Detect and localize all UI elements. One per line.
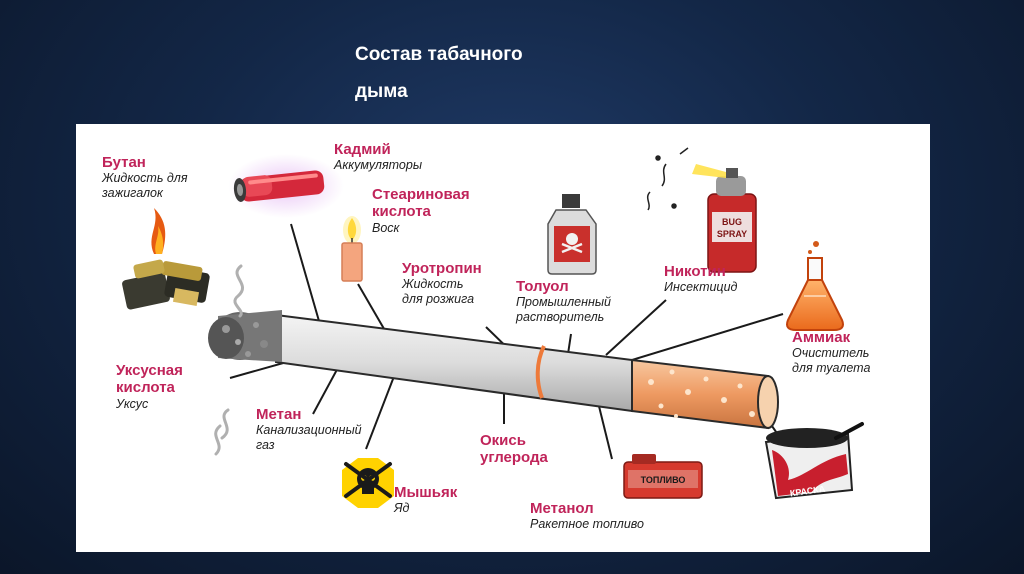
ammonia-desc-1: Очиститель [792, 346, 870, 360]
smoke-wisps [216, 266, 243, 454]
label-urotropin: Уротропин Жидкость для розжига [402, 260, 482, 306]
cadmium-desc: Аккумуляторы [334, 158, 422, 172]
stearic-name-2: кислота [372, 203, 470, 220]
butane-name: Бутан [102, 154, 188, 171]
cigarette-filter [632, 360, 768, 428]
label-methane: Метан Канализационный газ [256, 406, 362, 452]
acetic-name-1: Уксусная [116, 362, 183, 379]
label-methanol: Метанол Ракетное топливо [530, 500, 644, 532]
fuel-can-label: ТОПЛИВО [641, 475, 686, 485]
slide-title-line-1: Состав табачного [355, 36, 615, 73]
label-nicotine: Никотин Инсектицид [664, 263, 737, 295]
smoke-composition-diagram: BUG SPRAY ТОПЛИВО [76, 124, 930, 552]
line-cadmium [291, 224, 321, 328]
arsenic-desc: Яд [394, 501, 457, 515]
methanol-desc: Ракетное топливо [530, 517, 644, 531]
candle-icon [342, 216, 362, 281]
co-name-2: углерода [480, 449, 548, 466]
acetic-desc: Уксус [116, 397, 183, 411]
stearic-desc: Воск [372, 221, 470, 235]
toluene-desc-1: Промышленный [516, 295, 611, 309]
label-arsenic: Мышьяк Яд [394, 484, 457, 516]
paint-can-icon: КРАСКА [766, 424, 862, 498]
stearic-name-1: Стеариновая [372, 186, 470, 203]
cadmium-name: Кадмий [334, 141, 422, 158]
toluene-desc-2: растворитель [516, 310, 611, 324]
label-ammonia: Аммиак Очиститель для туалета [792, 329, 870, 375]
butane-desc-2: зажигалок [102, 186, 188, 200]
battery-icon [228, 154, 344, 218]
label-butane: Бутан Жидкость для зажигалок [102, 154, 188, 200]
urotropin-desc-1: Жидкость [402, 277, 482, 291]
skull-icon [342, 458, 394, 508]
cigarette-ash [208, 310, 282, 362]
label-carbon-monoxide: Окись углерода [480, 432, 548, 467]
slide-title-line-2: дыма [355, 73, 615, 110]
spray-droplets [648, 148, 688, 210]
toluene-name: Толуол [516, 278, 611, 295]
fuel-can-icon: ТОПЛИВО [624, 454, 702, 498]
label-acetic-acid: Уксусная кислота Уксус [116, 362, 183, 411]
cigarette-filter-end [758, 376, 778, 428]
methane-desc-2: газ [256, 438, 362, 452]
bug-spray-label-1: BUG [722, 217, 742, 227]
cigarette-paper [276, 315, 632, 411]
flask-icon [787, 241, 843, 330]
poison-bottle-icon [548, 194, 596, 274]
bug-spray-icon: BUG SPRAY [648, 148, 756, 272]
lighters-icon [121, 208, 210, 310]
acetic-name-2: кислота [116, 379, 183, 396]
label-stearic-acid: Стеариновая кислота Воск [372, 186, 470, 235]
urotropin-desc-2: для розжига [402, 292, 482, 306]
slide-title: Состав табачного дыма [355, 36, 615, 110]
co-name-1: Окись [480, 432, 548, 449]
ammonia-desc-2: для туалета [792, 361, 870, 375]
line-nicotine [606, 300, 666, 355]
methanol-name: Метанол [530, 500, 644, 517]
label-cadmium: Кадмий Аккумуляторы [334, 141, 422, 173]
line-ammonia [632, 314, 783, 360]
methane-name: Метан [256, 406, 362, 423]
urotropin-name: Уротропин [402, 260, 482, 277]
nicotine-desc: Инсектицид [664, 280, 737, 294]
arsenic-name: Мышьяк [394, 484, 457, 501]
butane-desc-1: Жидкость для [102, 171, 188, 185]
methane-desc-1: Канализационный [256, 423, 362, 437]
nicotine-name: Никотин [664, 263, 737, 280]
label-toluene: Толуол Промышленный растворитель [516, 278, 611, 324]
bug-spray-label-2: SPRAY [717, 229, 747, 239]
ammonia-name: Аммиак [792, 329, 870, 346]
